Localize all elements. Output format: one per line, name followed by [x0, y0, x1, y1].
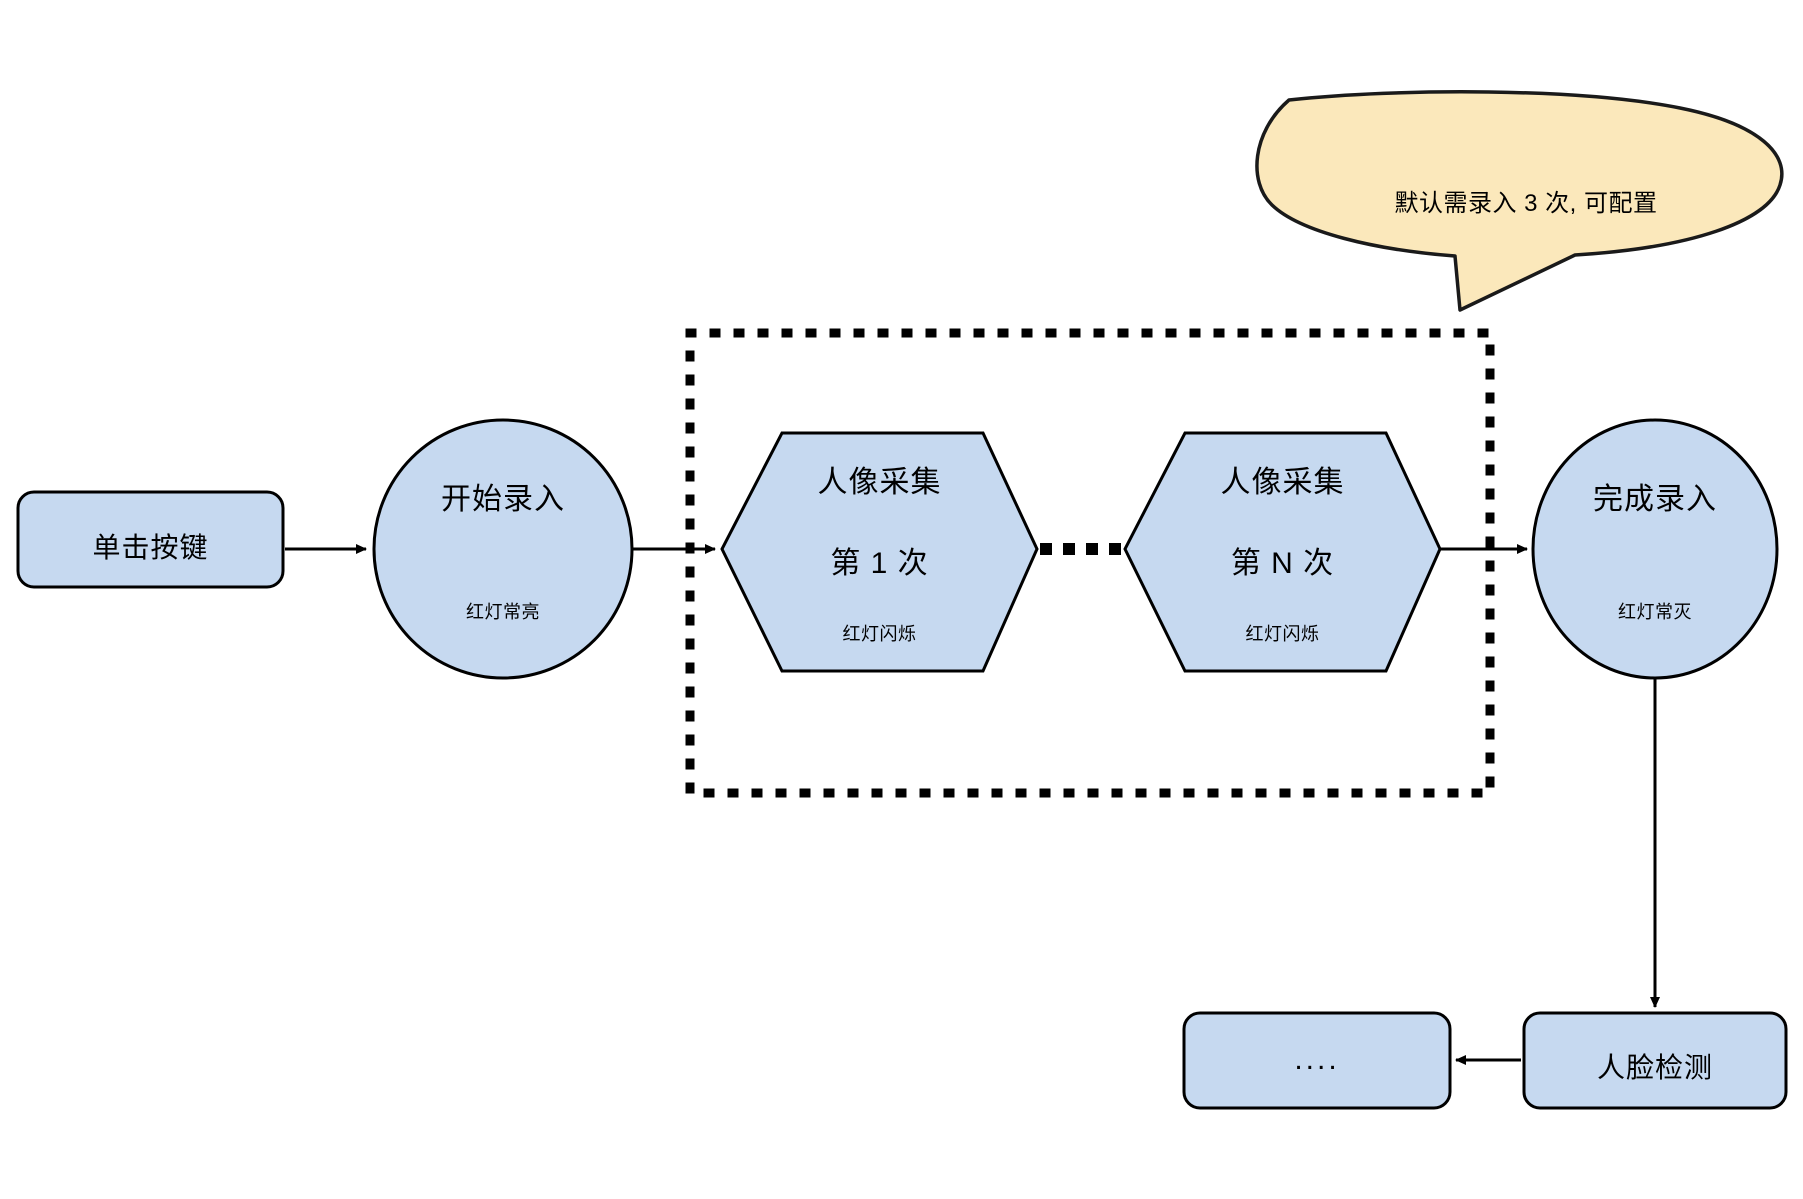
- node-click-key-shape[interactable]: [16, 490, 285, 589]
- node-capture-nth-shape[interactable]: [1123, 431, 1442, 673]
- node-start-enroll-shape[interactable]: [372, 418, 634, 680]
- node-more-steps-shape[interactable]: [1182, 1011, 1452, 1110]
- ellipsis-between-captures: [1040, 543, 1121, 555]
- loop-group-border: [685, 328, 1495, 798]
- node-finish-enroll-shape[interactable]: [1531, 418, 1779, 680]
- node-face-detect-shape[interactable]: [1522, 1011, 1788, 1110]
- node-capture-first-shape[interactable]: [720, 431, 1039, 673]
- callout-bubble-shape: [1255, 90, 1784, 312]
